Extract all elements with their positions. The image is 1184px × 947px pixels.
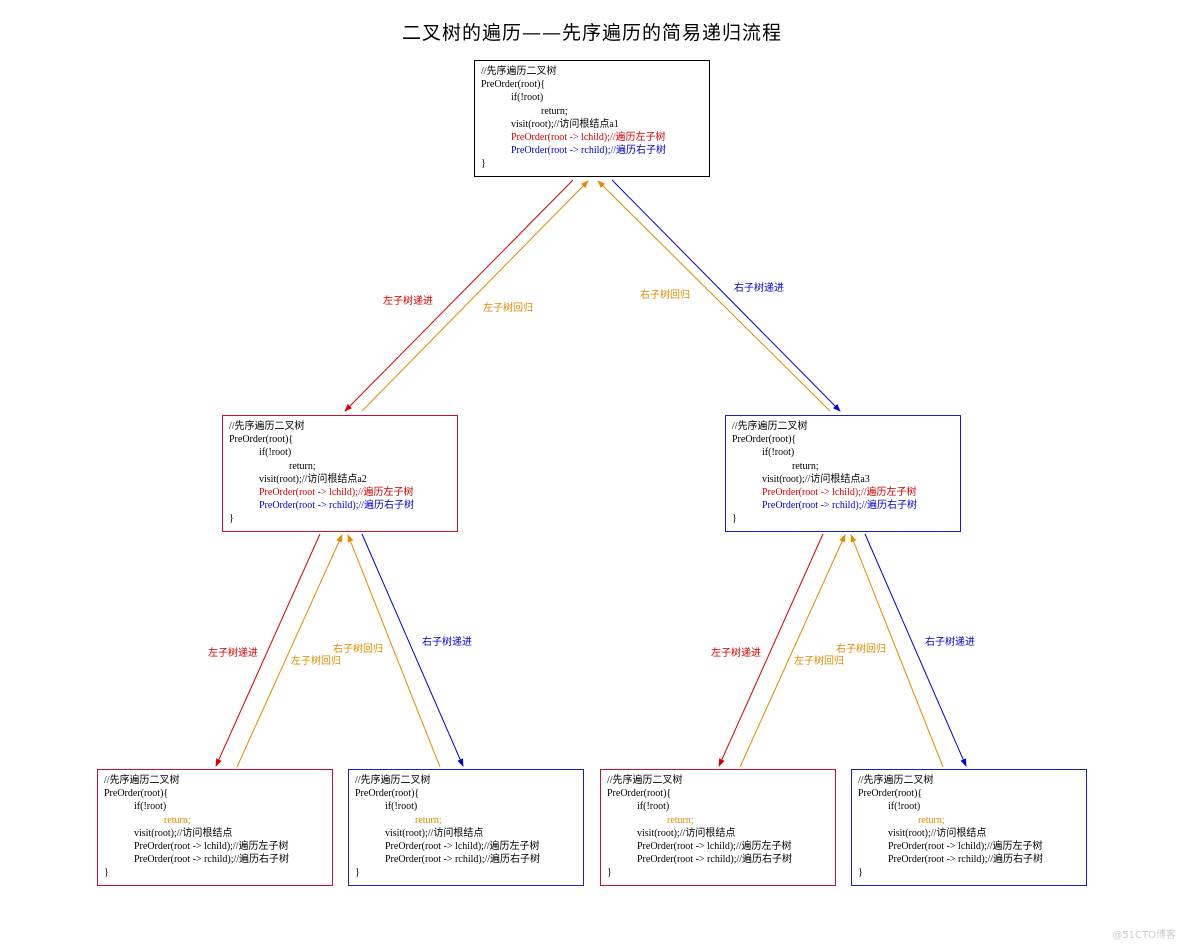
return-line: return;: [164, 814, 191, 826]
label-right-forward: 右子树递进: [422, 637, 472, 648]
arrow-left-forward: [344, 179, 574, 412]
comment-line: //先序遍历二叉树: [481, 66, 557, 77]
return-line: return;: [289, 460, 316, 472]
if-line: if(!root): [259, 447, 292, 459]
close-line: }: [732, 513, 737, 525]
close-line: }: [104, 867, 109, 879]
node-label: a2: [357, 473, 367, 485]
comment-line: //先序遍历二叉树: [355, 775, 431, 786]
if-line: if(!root): [888, 801, 921, 813]
code-box-right-right: //先序遍历二叉树 PreOrder(root){if(!root)return;…: [851, 769, 1087, 886]
visit-line: visit(root);//访问根结点a2: [259, 473, 367, 485]
right-call-line: PreOrder(root -> rchild);//遍历右子树: [888, 854, 1044, 866]
diagram-title: 二叉树的遍历——先序遍历的简易递归流程: [401, 22, 782, 44]
code-box-right: //先序遍历二叉树 PreOrder(root){if(!root)return;…: [725, 415, 961, 532]
label-left-forward: 左子树递进: [208, 648, 258, 659]
signature-line: PreOrder(root){: [732, 434, 797, 446]
if-line: if(!root): [762, 447, 795, 459]
comment-line: //先序遍历二叉树: [104, 775, 180, 786]
label-left-return: 左子树回归: [794, 656, 844, 667]
return-line: return;: [415, 814, 442, 826]
label-right-return: 右子树回归: [836, 644, 886, 655]
code-box-left: //先序遍历二叉树 PreOrder(root){if(!root)return;…: [222, 415, 458, 532]
signature-line: PreOrder(root){: [858, 788, 923, 800]
arrow-right-return: [597, 180, 831, 412]
left-call-line: PreOrder(root -> lchild);//遍历左子树: [259, 487, 414, 499]
right-call-line: PreOrder(root -> rchild);//遍历右子树: [511, 145, 667, 157]
left-call-line: PreOrder(root -> lchild);//遍历左子树: [511, 132, 666, 144]
if-line: if(!root): [511, 92, 544, 104]
return-line: return;: [792, 460, 819, 472]
signature-line: PreOrder(root){: [607, 788, 672, 800]
code-box-right-left: //先序遍历二叉树 PreOrder(root){if(!root)return;…: [600, 769, 836, 886]
arrow-left-return: [361, 180, 589, 412]
label-right-forward: 右子树递进: [925, 637, 975, 648]
comment-line: //先序遍历二叉树: [732, 421, 808, 432]
signature-line: PreOrder(root){: [355, 788, 420, 800]
right-call-line: PreOrder(root -> rchild);//遍历右子树: [134, 854, 290, 866]
arrow-left-return: [739, 534, 846, 768]
visit-line: visit(root);//访问根结点a3: [762, 473, 870, 485]
visit-line: visit(root);//访问根结点: [134, 827, 233, 839]
left-call-line: PreOrder(root -> lchild);//遍历左子树: [385, 841, 540, 853]
left-call-line: PreOrder(root -> lchild);//遍历左子树: [762, 487, 917, 499]
right-call-line: PreOrder(root -> rchild);//遍历右子树: [385, 854, 541, 866]
close-line: }: [481, 158, 486, 170]
visit-line: visit(root);//访问根结点: [385, 827, 484, 839]
label-left-forward: 左子树递进: [711, 648, 761, 659]
signature-line: PreOrder(root){: [481, 79, 546, 91]
left-call-line: PreOrder(root -> lchild);//遍历左子树: [637, 841, 792, 853]
label-left-forward: 左子树递进: [383, 296, 433, 307]
arrow-left-return: [236, 534, 343, 768]
code-box-root: //先序遍历二叉树 PreOrder(root){if(!root)return;…: [474, 60, 710, 177]
label-right-return: 右子树回归: [333, 644, 383, 655]
if-line: if(!root): [637, 801, 670, 813]
arrow-right-forward: [361, 533, 464, 767]
signature-line: PreOrder(root){: [104, 788, 169, 800]
label-left-return: 左子树回归: [291, 656, 341, 667]
arrow-right-return: [347, 534, 441, 768]
visit-line: visit(root);//访问根结点a1: [511, 118, 619, 130]
label-left-return: 左子树回归: [483, 303, 533, 314]
code-box-left-left: //先序遍历二叉树 PreOrder(root){if(!root)return;…: [97, 769, 333, 886]
close-line: }: [607, 867, 612, 879]
comment-line: //先序遍历二叉树: [607, 775, 683, 786]
node-label: a3: [860, 473, 870, 485]
right-call-line: PreOrder(root -> rchild);//遍历右子树: [259, 500, 415, 512]
label-right-return: 右子树回归: [640, 290, 690, 301]
return-line: return;: [541, 105, 568, 117]
left-call-line: PreOrder(root -> lchild);//遍历左子树: [134, 841, 289, 853]
close-line: }: [858, 867, 863, 879]
close-line: }: [229, 513, 234, 525]
visit-line: visit(root);//访问根结点: [637, 827, 736, 839]
node-label: a1: [609, 118, 619, 130]
label-right-forward: 右子树递进: [734, 283, 784, 294]
arrow-right-return: [850, 534, 944, 768]
visit-line: visit(root);//访问根结点: [888, 827, 987, 839]
left-call-line: PreOrder(root -> lchild);//遍历左子树: [888, 841, 1043, 853]
arrow-right-forward: [611, 179, 841, 412]
watermark: @51CTO博客: [1112, 930, 1176, 941]
if-line: if(!root): [134, 801, 167, 813]
right-call-line: PreOrder(root -> rchild);//遍历右子树: [762, 500, 918, 512]
arrow-left-forward: [215, 533, 321, 767]
comment-line: //先序遍历二叉树: [858, 775, 934, 786]
code-box-left-right: //先序遍历二叉树 PreOrder(root){if(!root)return;…: [348, 769, 584, 886]
if-line: if(!root): [385, 801, 418, 813]
comment-line: //先序遍历二叉树: [229, 421, 305, 432]
right-call-line: PreOrder(root -> rchild);//遍历右子树: [637, 854, 793, 866]
return-line: return;: [918, 814, 945, 826]
return-line: return;: [667, 814, 694, 826]
signature-line: PreOrder(root){: [229, 434, 294, 446]
close-line: }: [355, 867, 360, 879]
arrow-right-forward: [864, 533, 967, 767]
arrow-left-forward: [718, 533, 824, 767]
